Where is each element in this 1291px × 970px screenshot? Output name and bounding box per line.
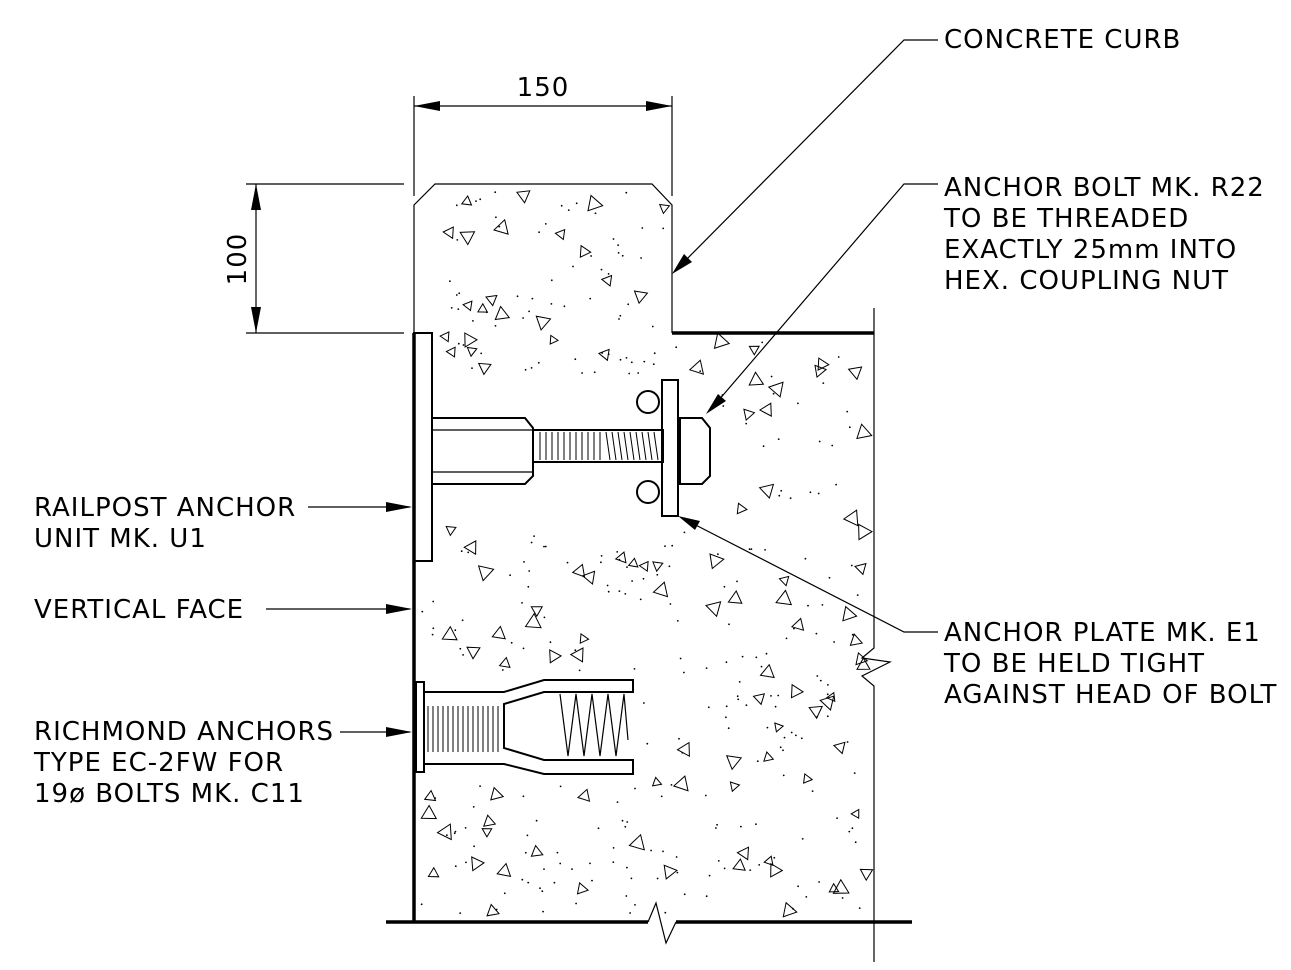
label-richmond-anchors: RICHMOND ANCHORS TYPE EC-2FW FOR 19ø BOL… — [33, 717, 343, 809]
anchor-plate — [661, 379, 679, 517]
hex-bolt-head — [679, 417, 711, 485]
richmond-anchor-threads — [427, 706, 499, 752]
dimension-height: 100 — [223, 183, 404, 334]
concrete-section — [386, 183, 912, 962]
reinforcing-bar-bottom — [636, 480, 660, 504]
railpost-anchor-plate — [413, 332, 433, 562]
label-vertical-face: VERTICAL FACE — [34, 595, 244, 625]
bolt-threads — [539, 431, 659, 461]
leader-lines — [266, 39, 938, 737]
label-anchor-plate: ANCHOR PLATE MK. E1 TO BE HELD TIGHT AGA… — [943, 618, 1277, 710]
concrete-aggregate-speckle — [420, 190, 874, 918]
width-dimension-label: 150 — [517, 73, 570, 103]
anchor-bolt-assembly — [431, 379, 711, 517]
label-anchor-bolt: ANCHOR BOLT MK. R22 TO BE THREADED EXACT… — [943, 173, 1274, 296]
reinforcing-bar-top — [636, 390, 660, 414]
height-dimension-label: 100 — [223, 233, 253, 286]
label-railpost-anchor: RAILPOST ANCHOR UNIT MK. U1 — [34, 493, 305, 554]
richmond-anchor — [415, 679, 634, 775]
dimension-width: 150 — [413, 73, 673, 196]
label-concrete-curb: CONCRETE CURB — [944, 25, 1181, 55]
